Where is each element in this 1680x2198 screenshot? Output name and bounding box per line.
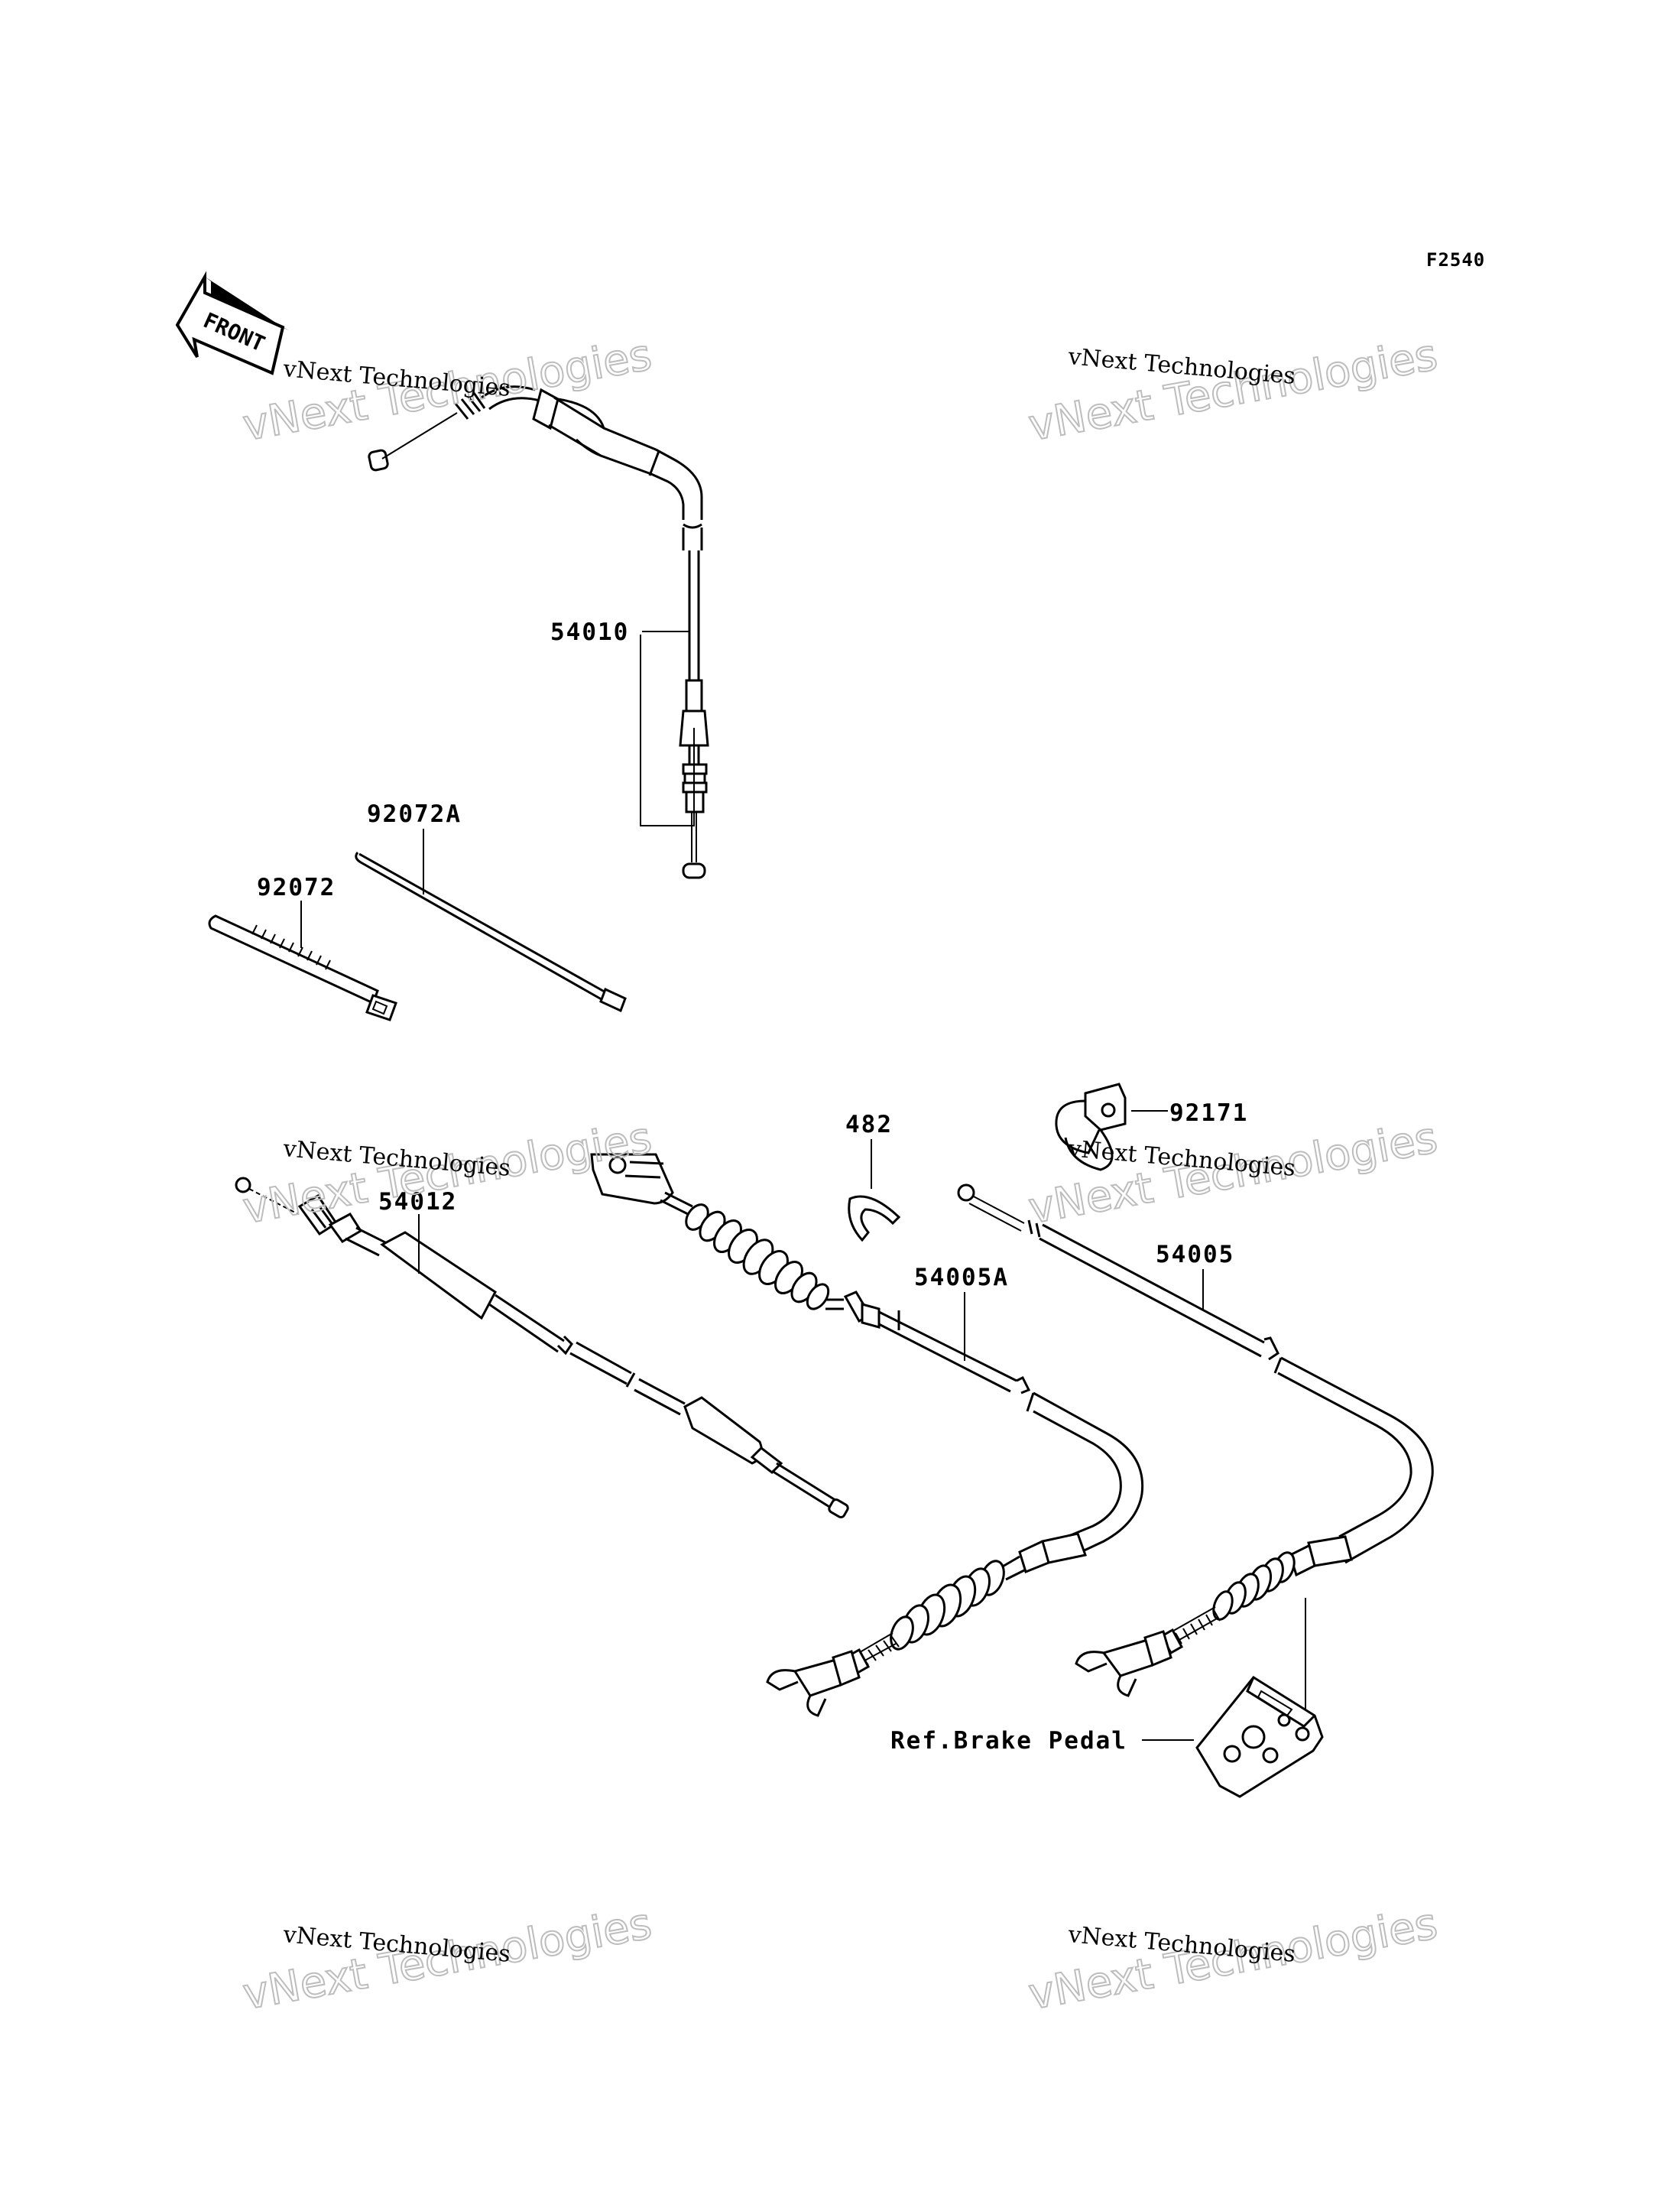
- brake-cable-54005: [957, 1183, 1434, 1726]
- front-arrow-icon: FRONT: [175, 271, 289, 375]
- label-54010: 54010: [550, 618, 629, 646]
- throttle-cable-54010: [368, 385, 709, 879]
- cable-tie-92072A: [355, 829, 627, 1013]
- watermark-bottom-right: vNext Technologies vNext Technologies: [1024, 1898, 1442, 2021]
- choke-cable-54012: [235, 1177, 849, 1518]
- watermark-middle-right: vNext Technologies vNext Technologies: [1024, 1112, 1442, 1235]
- watermark-bottom-left: vNext Technologies vNext Technologies: [238, 1898, 656, 2021]
- figure-code: F2540: [1426, 249, 1485, 271]
- watermark-top-left: vNext Technologies vNext Technologies: [238, 330, 656, 452]
- label-54012: 54012: [378, 1188, 457, 1216]
- cable-tie-92072: [208, 901, 397, 1021]
- label-92072A: 92072A: [367, 800, 462, 828]
- label-54005: 54005: [1156, 1241, 1234, 1268]
- label-54005A: 54005A: [914, 1264, 1009, 1291]
- brake-pedal-bracket: [1195, 1676, 1324, 1798]
- watermark-middle-left: vNext Technologies vNext Technologies: [238, 1112, 656, 1235]
- brake-cable-54005A: [590, 1153, 1144, 1717]
- label-brake-pedal-ref: Ref.Brake Pedal: [890, 1727, 1127, 1755]
- label-482: 482: [845, 1111, 893, 1138]
- clamp-92171: [1055, 1083, 1168, 1171]
- label-92072: 92072: [257, 874, 336, 901]
- circlip-482: [848, 1139, 901, 1242]
- watermark-top-right: vNext Technologies vNext Technologies: [1024, 330, 1442, 452]
- label-92171: 92171: [1169, 1099, 1248, 1127]
